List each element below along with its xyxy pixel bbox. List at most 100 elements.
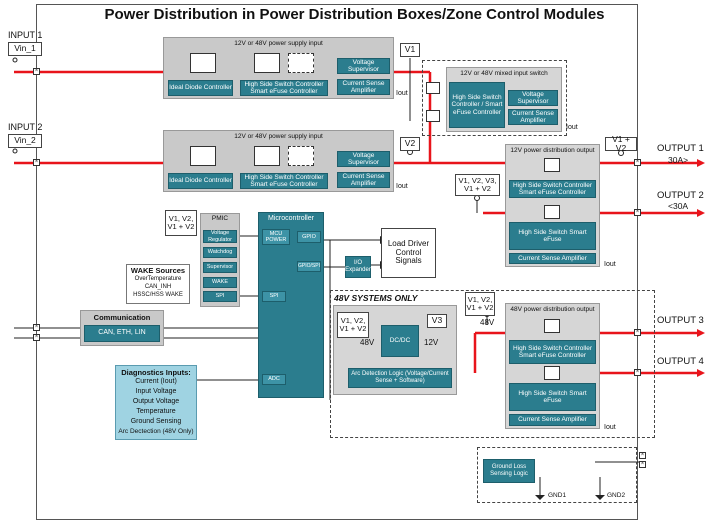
48v-systems-frame <box>330 290 655 438</box>
mixed-switch-title: 12V or 48V mixed input switch <box>460 70 548 77</box>
connector-icon: × <box>634 209 641 216</box>
mixed-hss-controller: High Side Switch Controller / Smart eFus… <box>449 82 505 128</box>
mixed-iout-label: Iout <box>566 124 578 131</box>
diagnostics-item: Output Voltage <box>132 398 180 405</box>
supply-input-2-title: 12V or 48V power supply input <box>234 133 323 140</box>
dcdc-converter: DC/DC <box>381 325 419 357</box>
gnd1-label: GND1 <box>548 492 567 499</box>
load-driver-signals: Load Driver Control Signals <box>381 228 436 278</box>
communication-protocols: CAN, ETH, LIN <box>84 325 160 342</box>
connector-icon: × <box>33 334 40 341</box>
output-48v-current-sense: Current Sense Amplifier <box>509 414 596 426</box>
output-12v-iout: Iout <box>604 261 616 268</box>
mcu-gpio-spi: GPIO/SPI <box>297 261 321 272</box>
output3-label: OUTPUT 3 <box>657 315 704 326</box>
mosfet-icon <box>254 146 280 166</box>
mosfet-icon <box>190 53 216 73</box>
v123-tag: V1, V2, V3, V1 + V2 <box>455 174 500 196</box>
diagnostics-item: Ground Sensing <box>130 418 182 425</box>
switch-icon <box>426 82 440 94</box>
wake-sources-title: WAKE Sources <box>130 266 186 275</box>
connector-icon: × <box>634 159 641 166</box>
out48-48v-label: 48V <box>480 318 495 327</box>
diagnostics-title: Diagnostics Inputs: <box>121 368 191 377</box>
mcu-power: MCU POWER <box>262 229 290 245</box>
connector-icon: × <box>639 461 646 468</box>
microcontroller-title: Microcontroller <box>268 215 314 222</box>
dcdc-48v-label: 48V <box>360 338 375 347</box>
pmic-wake: WAKE <box>203 277 237 288</box>
mosfet-icon <box>544 158 560 172</box>
dcdc-12v-label: 12V <box>424 338 439 347</box>
ground-sense-frame <box>477 447 637 503</box>
mcu-adc: ADC <box>262 374 286 385</box>
module-frame <box>36 4 638 520</box>
output-48v-iout: Iout <box>604 424 616 431</box>
output2-label: OUTPUT 2 <box>657 190 704 201</box>
pmic-spi: SPI <box>203 291 237 302</box>
dcdc-input-tag: V1, V2, V1 + V2 <box>337 312 369 338</box>
v3-tag: V3 <box>427 314 447 328</box>
wake-source-item: CAN_INH <box>144 284 172 290</box>
diagram-title: Power Distribution in Power Distribution… <box>104 6 605 23</box>
connector-icon: × <box>634 329 641 336</box>
v1v2-tag: V1 + V2 <box>605 134 637 153</box>
mcu-gpio: GPIO <box>297 231 321 243</box>
mixed-current-sense: Current Sense Amplifier <box>508 109 558 125</box>
mosfet-icon <box>190 146 216 166</box>
output-48v-hss-controller: High Side Switch Controller Smart eFuse … <box>509 340 596 364</box>
pmic-supply-tag: V1, V2, V1 + V2 <box>165 210 197 236</box>
v1-tag: V1 <box>400 43 420 57</box>
switch-icon <box>426 110 440 122</box>
output4-label: OUTPUT 4 <box>657 356 704 367</box>
diagnostics-item: Arc Dectection (48V Only) <box>118 428 194 435</box>
mosfet-icon <box>544 205 560 219</box>
ideal-diode-controller-1: Ideal Diode Controller <box>168 80 233 96</box>
output1-current: 30A> <box>668 155 689 165</box>
voltage-supervisor-2: Voltage Supervisor <box>337 151 390 167</box>
ground-loss-logic: Ground Loss Sensing Logic <box>483 459 535 483</box>
pmic-watchdog: Watchdog <box>203 247 237 258</box>
voltage-supervisor-1: Voltage Supervisor <box>337 58 390 74</box>
diagnostics-item: Temperature <box>136 408 176 415</box>
mosfet-icon <box>544 319 560 333</box>
iout-label-1: Iout <box>396 90 408 97</box>
mosfet-icon <box>288 53 314 73</box>
connector-icon: × <box>33 159 40 166</box>
iout-label-2: Iout <box>396 183 408 190</box>
mcu-spi: SPI <box>262 291 286 302</box>
output-12v-hss-controller: High Side Switch Controller Smart eFuse … <box>509 180 596 198</box>
mixed-voltage-supervisor: Voltage Supervisor <box>508 90 558 106</box>
ideal-diode-controller-2: Ideal Diode Controller <box>168 173 233 189</box>
output-12v-title: 12V power distribution output <box>510 147 595 154</box>
supply-input-1-title: 12V or 48V power supply input <box>234 40 323 47</box>
mixed-switch-dashed-frame <box>422 60 567 136</box>
v2-tag: V2 <box>400 137 420 151</box>
input1-tag: Vin_1 <box>8 42 42 56</box>
mosfet-icon <box>254 53 280 73</box>
48v-systems-title: 48V SYSTEMS ONLY <box>334 293 418 303</box>
gnd2-label: GND2 <box>607 492 626 499</box>
pmic-supervisor: Supervisor <box>203 262 237 273</box>
input2-tag: Vin_2 <box>8 134 42 148</box>
current-sense-1: Current Sense Amplifier <box>337 79 390 95</box>
diagnostics-item: Current (Iout) <box>135 378 177 385</box>
output-48v-hss: High Side Switch Smart eFuse <box>509 383 596 411</box>
hss-controller-2: High Side Switch Controller Smart eFuse … <box>240 173 328 189</box>
connector-icon: × <box>33 324 40 331</box>
connector-icon: × <box>33 68 40 75</box>
wake-source-item: OverTemperature <box>134 276 182 282</box>
communication-title: Communication <box>93 313 151 322</box>
output-arrows <box>697 159 705 377</box>
diagnostics-item: Input Voltage <box>135 388 177 395</box>
arc-detection-logic: Arc Detection Logic (Voltage/Current Sen… <box>348 368 452 388</box>
connector-icon: × <box>634 369 641 376</box>
output-48v-title: 48V power distribution output <box>510 306 595 313</box>
output-12v-current-sense: Current Sense Amplifier <box>509 253 596 264</box>
hss-controller-1: High Side Switch Controller Smart eFuse … <box>240 80 328 96</box>
mosfet-icon <box>544 366 560 380</box>
wake-sources-box <box>126 264 190 304</box>
input2-label: INPUT 2 <box>8 122 43 132</box>
output2-current: <30A <box>668 201 689 211</box>
